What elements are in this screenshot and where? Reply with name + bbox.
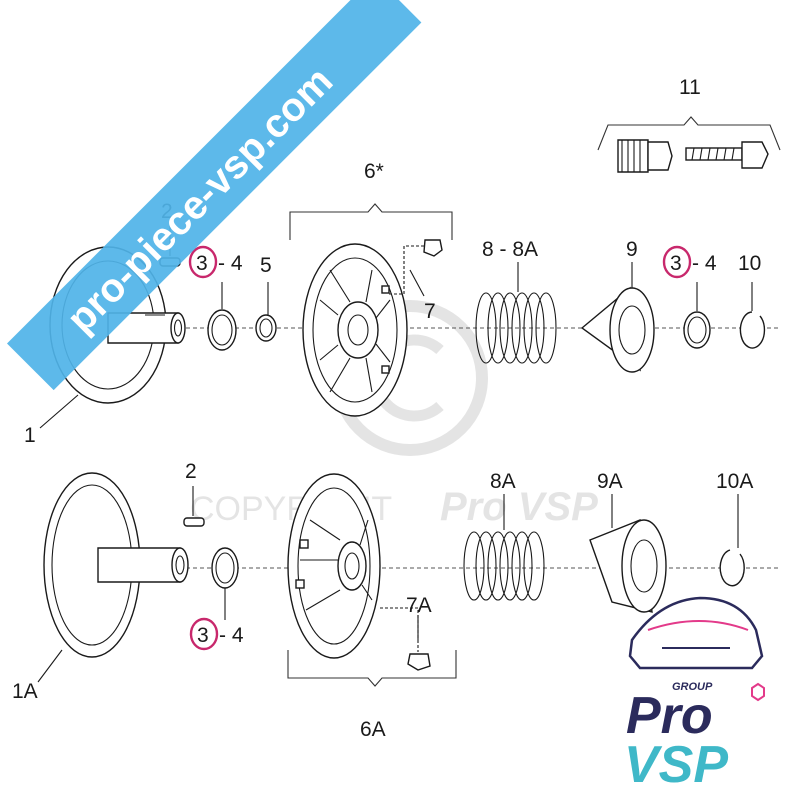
part-2-pin-bottom (183, 486, 205, 527)
part-5-bushing (255, 282, 277, 342)
part-6-movable-pulley (302, 243, 408, 417)
label-9: 9 (626, 238, 638, 261)
brace-6 (289, 203, 453, 240)
car-outline-icon (628, 596, 764, 670)
label-4-top-right: - 4 (692, 252, 717, 275)
label-5: 5 (260, 254, 272, 277)
provsp-logo: GROUP Pro VSP (624, 596, 765, 794)
part-6a-movable-pulley (287, 473, 381, 659)
label-10: 10 (738, 252, 761, 275)
label-1: 1 (24, 424, 36, 447)
label-8a: 8A (490, 470, 516, 493)
label-3-bottom: 3 (197, 624, 209, 647)
watermark-banner-text: pro-piece-vsp.com (59, 59, 342, 342)
label-3-top-right: 3 (670, 252, 682, 275)
part-3-4-ring-bottom (211, 547, 239, 620)
label-11: 11 (679, 76, 701, 99)
label-4-top-left: - 4 (218, 252, 243, 275)
part-1a-pulley-flange (37, 472, 189, 683)
highlight-3-bottom (189, 617, 219, 651)
highlight-3-top-left (188, 245, 218, 279)
hex-nut-icon (751, 682, 765, 702)
highlight-3-top-right (662, 245, 692, 279)
copyright-brand: Pro VSP (440, 485, 598, 529)
label-3-top-left: 3 (196, 252, 208, 275)
part-3-4-ring-top-left (207, 282, 237, 351)
part-7a-slider (380, 607, 431, 671)
label-8: 8 - 8A (482, 238, 538, 261)
brace-6a (287, 650, 457, 687)
label-4-bottom: - 4 (219, 624, 244, 647)
part-9a-spring-cup (589, 494, 667, 613)
label-7a: 7A (406, 594, 432, 617)
label-6a: 6A (360, 718, 386, 741)
label-1a: 1A (12, 680, 38, 703)
label-10a: 10A (716, 470, 753, 493)
part-8a-spring (463, 494, 545, 601)
logo-vsp-text: VSP (624, 736, 728, 794)
label-6: 6* (364, 160, 384, 183)
label-9a: 9A (597, 470, 623, 493)
part-7-slider (388, 239, 443, 297)
logo-group-text: GROUP (672, 681, 713, 693)
part-3-4-ring-top-right (683, 282, 711, 349)
logo-pro-text: Pro (626, 687, 713, 745)
label-7: 7 (424, 300, 436, 323)
part-10-circlip (739, 282, 766, 349)
part-11-nut-and-bolt (597, 116, 781, 173)
part-8-spring (475, 262, 557, 364)
part-10a-circlip (719, 494, 745, 587)
part-9-spring-cup (580, 262, 655, 373)
label-2-bottom: 2 (185, 460, 197, 483)
